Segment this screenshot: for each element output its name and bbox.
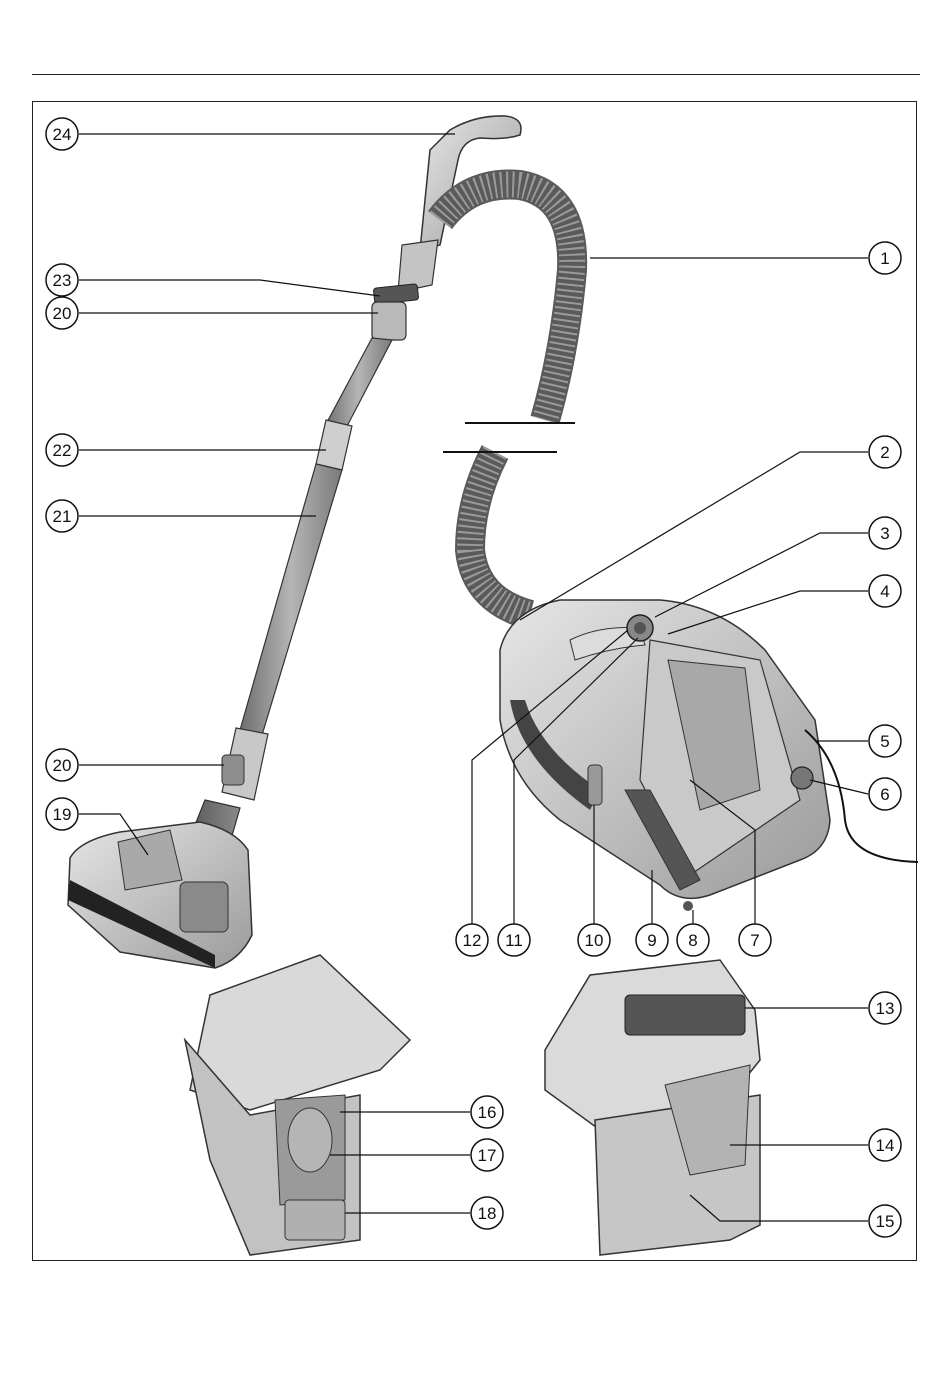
callout-19-label: 19 xyxy=(53,805,72,824)
callout-18-label: 18 xyxy=(478,1204,497,1223)
callout-16: 16 xyxy=(471,1096,503,1128)
callout-20-upper: 20 xyxy=(46,297,78,329)
filter-shape xyxy=(288,1108,332,1172)
callout-15-label: 15 xyxy=(876,1212,895,1231)
callout-4-label: 4 xyxy=(880,582,889,601)
callout-6-label: 6 xyxy=(880,785,889,804)
lower-release-shape xyxy=(222,755,244,785)
callout-23: 23 xyxy=(46,264,78,296)
open-container xyxy=(185,955,410,1255)
callout-14-label: 14 xyxy=(876,1136,895,1155)
callout-16-label: 16 xyxy=(478,1103,497,1122)
callout-3: 3 xyxy=(869,517,901,549)
callout-2-label: 2 xyxy=(880,443,889,462)
callout-8: 8 xyxy=(677,924,709,956)
callout-17-label: 17 xyxy=(478,1146,497,1165)
callout-12-label: 12 xyxy=(463,931,482,950)
leader-2 xyxy=(520,452,868,620)
callout-20-lower-label: 20 xyxy=(53,756,72,775)
callout-7-label: 7 xyxy=(750,931,759,950)
callout-11: 11 xyxy=(498,924,530,956)
callout-2: 2 xyxy=(869,436,901,468)
callout-10-label: 10 xyxy=(585,931,604,950)
callout-3-label: 3 xyxy=(880,524,889,543)
callout-21: 21 xyxy=(46,500,78,532)
upper-release-shape xyxy=(372,302,406,340)
hose-assembly xyxy=(440,184,575,615)
callout-19: 19 xyxy=(46,798,78,830)
power-dial-center xyxy=(634,622,646,634)
callout-13-label: 13 xyxy=(876,999,895,1018)
callout-1-label: 1 xyxy=(880,249,889,268)
callout-22: 22 xyxy=(46,434,78,466)
callout-8-label: 8 xyxy=(688,931,697,950)
callout-6: 6 xyxy=(869,778,901,810)
wand-assembly xyxy=(68,116,521,968)
leader-23 xyxy=(79,280,380,296)
rewind-button-shape xyxy=(791,767,813,789)
callout-11-label: 11 xyxy=(505,931,523,950)
callout-24-label: 24 xyxy=(53,125,72,144)
callout-15: 15 xyxy=(869,1205,901,1237)
callout-10: 10 xyxy=(578,924,610,956)
castor-shape xyxy=(683,901,693,911)
callout-12: 12 xyxy=(456,924,488,956)
callout-22-label: 22 xyxy=(53,441,72,460)
container-grip-shape xyxy=(625,995,745,1035)
callout-9: 9 xyxy=(636,924,668,956)
callout-20-upper-label: 20 xyxy=(53,304,72,323)
callout-13: 13 xyxy=(869,992,901,1024)
floorhead-switch-shape xyxy=(180,882,228,932)
filter-latch-shape xyxy=(285,1200,345,1240)
handle-grip-shape xyxy=(398,240,438,292)
closed-container xyxy=(545,960,760,1255)
callout-14: 14 xyxy=(869,1129,901,1161)
callout-18: 18 xyxy=(471,1197,503,1229)
lower-wand-shape xyxy=(240,464,342,735)
callout-21-label: 21 xyxy=(53,507,72,526)
callout-20-lower: 20 xyxy=(46,749,78,781)
callout-9-label: 9 xyxy=(647,931,656,950)
upper-wand-shape xyxy=(325,338,392,430)
callout-7: 7 xyxy=(739,924,771,956)
callout-4: 4 xyxy=(869,575,901,607)
callout-5-label: 5 xyxy=(880,732,889,751)
callout-23-label: 23 xyxy=(53,271,72,290)
callout-1: 1 xyxy=(869,242,901,274)
side-handle-shape xyxy=(588,765,602,805)
swivel-ring-shape xyxy=(373,284,418,305)
callout-24: 24 xyxy=(46,118,78,150)
callout-5: 5 xyxy=(869,725,901,757)
vacuum-body xyxy=(500,600,918,911)
callout-17: 17 xyxy=(471,1139,503,1171)
wand-sleeve-shape xyxy=(316,420,352,470)
